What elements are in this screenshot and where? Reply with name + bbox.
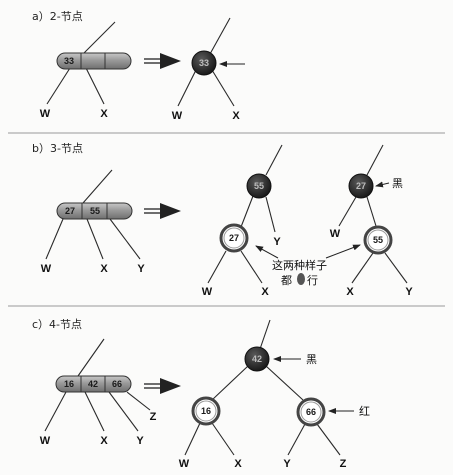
black-label: 黑 [306,353,317,366]
smudge-icon [297,273,305,285]
leaf-label: W [40,108,51,120]
node-key: 55 [254,181,264,191]
four-node-multi: 16 42 66 W X Y Z [40,338,157,447]
leaf-label: Y [136,435,144,447]
node-key: 33 [64,56,74,66]
transform-arrow [144,378,181,394]
caption-both-ok: 这两种样子 都 行 [255,244,361,287]
node-key: 33 [199,58,209,68]
node-key: 42 [88,379,98,389]
black-label: 黑 [392,177,403,190]
node-key: 16 [201,406,211,416]
leaf-label: W [202,286,213,298]
node-key: 55 [373,235,383,245]
leaf-label: Y [405,286,413,298]
leaf-label: Y [273,236,281,248]
leaf-label: W [179,458,190,470]
three-node-tree-right: 27 55 W X Y 黑 [330,144,413,298]
node-key: 27 [65,206,75,216]
leaf-label: X [232,110,240,122]
leaf-label: W [330,228,341,240]
leaf-label: X [100,435,108,447]
leaf-label: X [346,286,354,298]
node-key: 55 [90,206,100,216]
leaf-label: W [41,263,52,275]
leaf-label: Y [283,458,291,470]
node-key: 42 [252,354,262,364]
node-key: 66 [306,407,316,417]
section-c-title: c）4-节点 [32,318,82,331]
leaf-label: X [261,286,269,298]
transform-arrow [144,203,181,219]
node-key: 27 [356,181,366,191]
leaf-label: W [40,435,51,447]
node-key: 66 [112,379,122,389]
leaf-label: Z [150,411,157,423]
caption-line-1: 这两种样子 [272,258,327,272]
section-b-title: b）3-节点 [32,142,83,155]
section-a-title: a）2-节点 [32,10,83,23]
leaf-label: W [172,110,183,122]
red-label: 红 [359,405,370,418]
leaf-label: Z [340,458,347,470]
two-node-tree: 33 W X [172,17,245,122]
four-node-tree: 42 16 66 W X Y Z 黑 红 [179,319,370,470]
node-key: 27 [229,233,239,243]
three-node-multi: 27 55 W X Y [41,169,145,275]
caption-line-2: 都 [281,274,292,287]
transform-arrow [144,53,181,69]
leaf-label: X [100,108,108,120]
node-key: 16 [64,379,74,389]
three-node-tree-left: 55 27 W X Y [202,144,283,298]
two-node-multi: 33 W X [40,21,132,120]
leaf-label: Y [137,263,145,275]
leaf-label: X [100,263,108,275]
caption-line-3: 行 [307,274,318,287]
leaf-label: X [234,458,242,470]
